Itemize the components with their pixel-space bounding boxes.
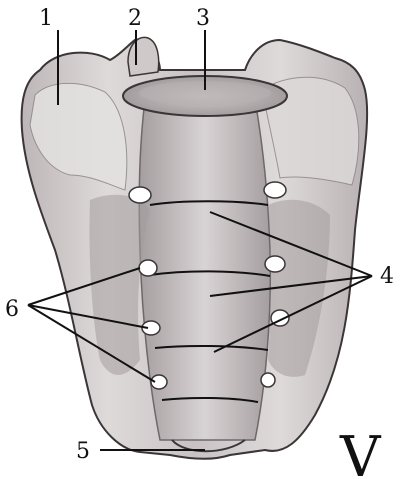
panel-letter: V [339,425,382,479]
label-1: 1 [39,6,53,31]
label-3: 3 [196,6,210,31]
label-4: 4 [380,264,394,289]
foramen-right-4 [261,373,275,387]
foramen-left-1 [129,187,151,203]
label-5: 5 [76,439,90,464]
label-6: 6 [5,297,19,322]
foramen-right-2 [265,256,285,272]
foramen-right-1 [264,182,286,198]
label-2: 2 [128,6,142,31]
foramen-left-2 [139,260,157,276]
